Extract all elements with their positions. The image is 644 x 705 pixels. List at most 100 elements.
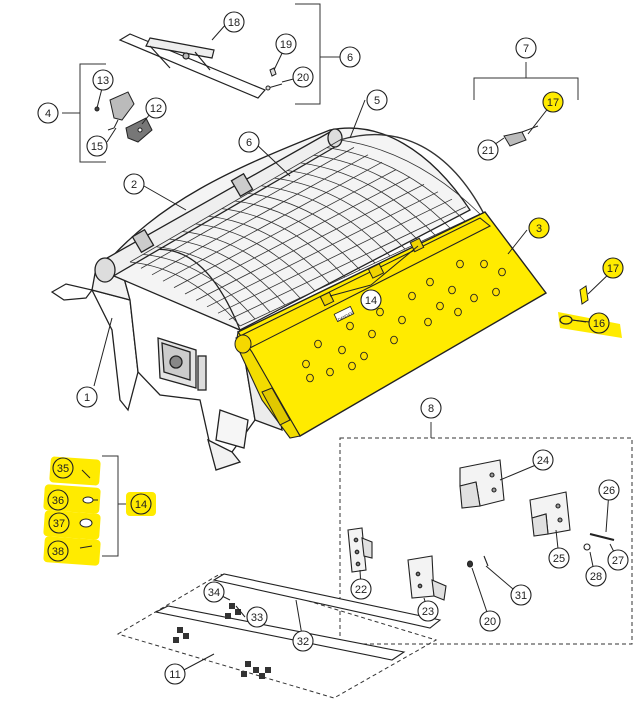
- side-rail: [50, 283, 94, 301]
- callout-number: 8: [428, 403, 434, 415]
- callout-bubbles: 1234566781112131414151617171819202021222…: [37, 11, 629, 685]
- callout-number: 36: [52, 495, 64, 507]
- callout-number: 22: [355, 584, 367, 596]
- callout-circle: [528, 217, 550, 239]
- callout-circle: [76, 386, 98, 408]
- callout-circle: [588, 312, 610, 334]
- group-7-frame: [473, 62, 579, 100]
- callout-number: 23: [422, 606, 434, 618]
- callout-33: 33: [246, 606, 268, 628]
- callout-20: 20: [292, 66, 314, 88]
- rails-32: [154, 573, 442, 661]
- callout-circle: [360, 289, 382, 311]
- callout-number: 38: [52, 546, 64, 558]
- callout-circle: [598, 479, 620, 501]
- callout-6: 6: [238, 131, 260, 153]
- callout-number: 32: [297, 636, 309, 648]
- callout-circle: [366, 89, 388, 111]
- callout-number: 3: [536, 223, 542, 235]
- callout-number: 21: [482, 145, 494, 157]
- callout-number: 26: [603, 485, 615, 497]
- callout-circle: [130, 493, 152, 515]
- bracket-group-6-frame: [295, 3, 340, 105]
- callout-circle: [548, 547, 570, 569]
- callout-circle: [417, 600, 439, 622]
- callout-number: 19: [280, 39, 292, 51]
- callout-circle: [246, 606, 268, 628]
- housing-body: [90, 267, 283, 471]
- callout-circle: [275, 33, 297, 55]
- callout-number: 1: [84, 392, 90, 404]
- front-plate-highlight: DANGER: [234, 211, 548, 439]
- callout-number: 20: [484, 616, 496, 628]
- callout-number: 31: [515, 590, 527, 602]
- callout-16: 16: [588, 312, 610, 334]
- callout-number: 11: [169, 669, 180, 681]
- callout-21: 21: [477, 139, 499, 161]
- callout-number: 7: [523, 43, 529, 55]
- callout-6: 6: [339, 46, 361, 68]
- callout-circle: [339, 46, 361, 68]
- pin-parts-19-20: [265, 67, 283, 91]
- callout-13: 13: [92, 69, 114, 91]
- callout-27: 27: [607, 549, 629, 571]
- callout-circle: [350, 578, 372, 600]
- callout-number: 14: [365, 295, 377, 307]
- callout-number: 37: [53, 518, 65, 530]
- callout-28: 28: [585, 565, 607, 587]
- plate-holes: [302, 259, 506, 383]
- callout-circle: [223, 11, 245, 33]
- callout-23: 23: [417, 600, 439, 622]
- callout-number: 25: [553, 553, 565, 565]
- callout-circle: [479, 610, 501, 632]
- callout-circle: [238, 131, 260, 153]
- clip-part-21: [503, 125, 539, 147]
- callout-number: 35: [57, 463, 69, 475]
- callout-17: 17: [542, 91, 564, 113]
- callout-number: 5: [374, 95, 380, 107]
- callout-circle: [292, 630, 314, 652]
- callout-circle: [48, 512, 70, 534]
- callout-20: 20: [479, 610, 501, 632]
- callout-number: 2: [131, 179, 137, 191]
- callout-number: 15: [91, 141, 103, 153]
- latch-parts-12-15: [94, 91, 153, 143]
- group-14-frame: [102, 455, 130, 557]
- callout-circle: [585, 565, 607, 587]
- callout-circle: [515, 37, 537, 59]
- callout-32: 32: [292, 630, 314, 652]
- callout-circle: [542, 91, 564, 113]
- group-14-hardware: [79, 469, 98, 549]
- callout-number: 17: [607, 263, 619, 275]
- callout-number: 20: [297, 72, 309, 84]
- callout-15: 15: [86, 135, 108, 157]
- callout-number: 24: [537, 455, 549, 467]
- callout-3: 3: [528, 217, 550, 239]
- callout-circle: [164, 663, 186, 685]
- roll-bar: [94, 128, 343, 283]
- bolt-hardware-33: [173, 603, 271, 679]
- callout-circle: [532, 449, 554, 471]
- callout-35: 35: [52, 457, 74, 479]
- group-8-brackets: [347, 459, 615, 601]
- callout-circle: [607, 549, 629, 571]
- mesh-grill: [129, 133, 485, 327]
- callout-circle: [47, 540, 69, 562]
- callout-circle: [47, 489, 69, 511]
- callout-25: 25: [548, 547, 570, 569]
- callout-number: 18: [228, 17, 240, 29]
- callout-circle: [203, 581, 225, 603]
- callout-2: 2: [123, 173, 145, 195]
- callout-4: 4: [37, 102, 59, 124]
- callout-number: 34: [208, 587, 220, 599]
- callout-1: 1: [76, 386, 98, 408]
- callout-19: 19: [275, 33, 297, 55]
- callout-circle: [510, 584, 532, 606]
- callout-number: 27: [612, 555, 624, 567]
- callout-circle: [602, 257, 624, 279]
- callout-24: 24: [532, 449, 554, 471]
- group-4-frame: [62, 63, 106, 163]
- callout-circle: [86, 135, 108, 157]
- pin-part-17-right: [579, 285, 589, 305]
